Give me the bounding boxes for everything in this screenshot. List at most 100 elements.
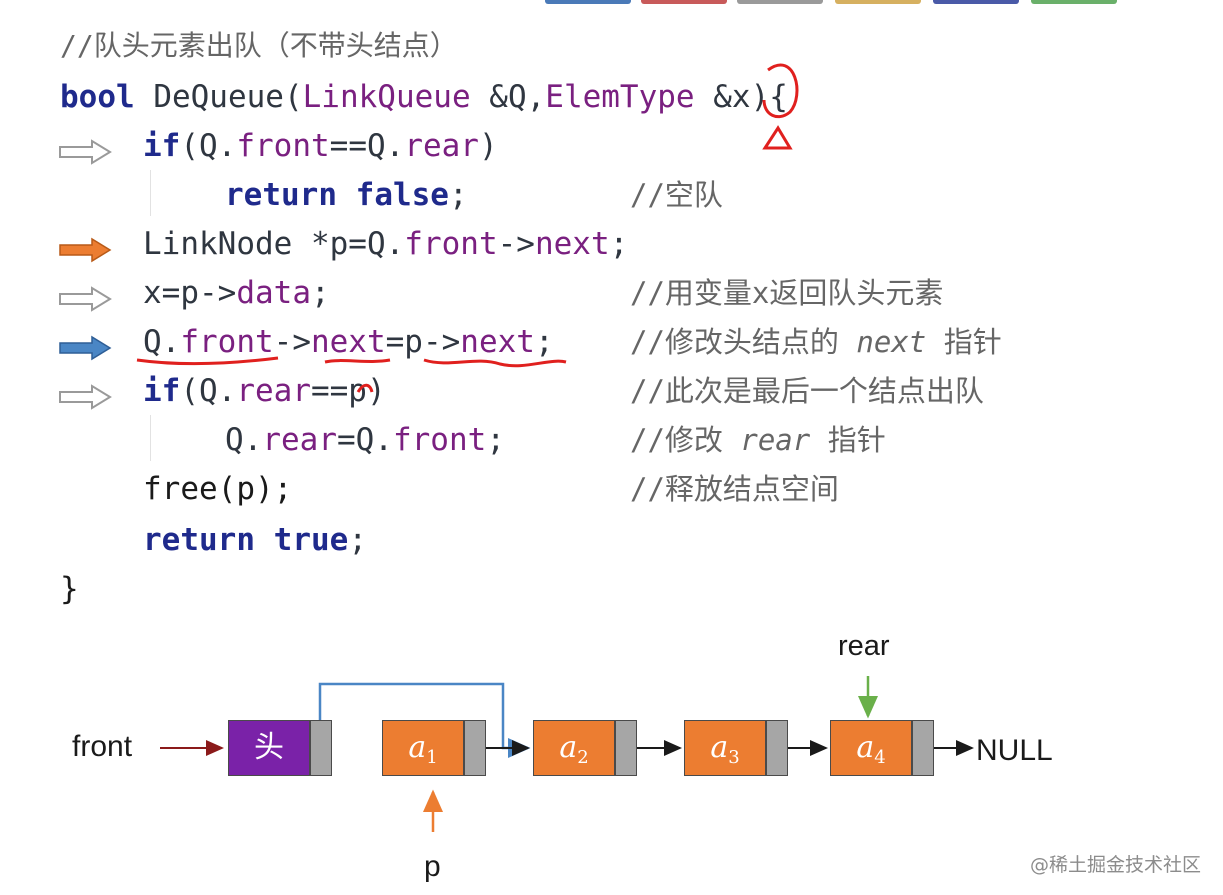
watermark: @稀土掘金技术社区 [1029,854,1201,876]
code-comment: //用变量x返回队头元素 [630,276,944,310]
field-name: rear [404,128,479,164]
code-text: ; [448,177,468,213]
code-line-return-true: return true; [143,519,367,561]
node-next-field [464,720,486,776]
code-line-assign-x: x=p->data; [143,272,330,314]
code-text: (Q. [180,373,237,409]
indent-guide [150,170,151,216]
node-value: a [710,730,729,765]
node-data: a3 [684,720,766,776]
field-name: front [236,128,330,164]
comment-text: //修改 [630,423,741,457]
head-node-data: 头 [228,720,310,776]
field-name: next [310,324,386,360]
code-text: ; [310,275,330,311]
node-subscript: 1 [426,747,438,768]
code-text: x=p-> [143,275,237,311]
field-name: next [460,324,535,360]
code-line-if-last: if(Q.rear==p) [143,370,386,412]
tab-strip-segment [1031,0,1117,4]
step-arrow-outline-icon [59,384,112,410]
comment-italic: rear [740,423,811,457]
code-text: =Q. [336,422,393,458]
front-label: front [72,730,133,763]
code-text: Q. [143,324,181,360]
code-line-close-brace: } [60,571,79,607]
tab-strip-segment [545,0,631,4]
comment-text: 指针 [810,423,886,457]
code-text: (Q. [180,128,237,164]
step-arrow-orange-icon [59,237,112,263]
code-line-linknode: LinkNode *p=Q.front->next; [143,223,628,265]
code-text: =p-> [385,324,461,360]
underline-mark [324,358,391,364]
keyword: return [143,522,255,558]
tab-strip-segment [641,0,727,4]
p-label: p [424,850,441,883]
triangle-mark [762,125,793,150]
code-line-signature: bool DeQueue(LinkQueue &Q,ElemType &x){ [60,76,788,118]
field-name: rear [236,373,311,409]
node-subscript: 3 [728,747,740,768]
code-title-comment: //队头元素出队（不带头结点） [60,29,458,62]
field-name: front [180,324,274,360]
code-text: ==Q. [329,128,405,164]
node-value: a [408,730,427,765]
keyword: true [273,522,349,558]
node-value: a [856,730,875,765]
type-name: ElemType [545,79,695,115]
step-arrow-outline-icon [59,286,112,312]
code-line-front-next: Q.front->next=p->next; [143,321,554,363]
node-next-field [615,720,637,776]
code-text: ; [609,226,629,262]
code-text: ; [486,422,505,458]
field-name: rear [262,422,337,458]
tab-strip-segment [835,0,921,4]
node-subscript: 4 [874,747,886,768]
code-text: ) [478,128,498,164]
code-line-return-false: return false; [225,174,468,216]
code-line-rear-front: Q.rear=Q.front; [225,419,505,461]
keyword: return [225,177,337,213]
circle-mark [762,63,799,119]
keyword: bool [60,79,135,115]
node-next-field [912,720,934,776]
step-arrow-outline-icon [59,139,112,165]
comment-italic: next [856,325,927,359]
keyword: false [355,177,449,213]
node-value: a [559,730,578,765]
comment-text: //修改头结点的 [630,325,857,359]
code-text: DeQueue( [134,79,303,115]
field-name: data [236,275,311,311]
node-next-field [310,720,332,776]
code-comment: //修改头结点的 next 指针 [630,321,1002,363]
code-comment: //修改 rear 指针 [630,419,886,461]
top-tab-strip [545,0,1125,6]
field-name: next [534,226,610,262]
null-label: NULL [976,734,1053,767]
keyword: if [143,128,181,164]
code-comment: //此次是最后一个结点出队 [630,374,984,408]
tab-strip-segment [933,0,1019,4]
code-line-free: free(p); [143,471,293,507]
step-arrow-blue-icon [59,335,112,361]
indent-guide [150,415,151,461]
strike-mark [356,383,374,393]
code-text: Q. [225,422,263,458]
code-text: -> [273,324,311,360]
code-text: ; [534,324,554,360]
red-annotation-overlay [136,63,799,393]
code-comment: //释放结点空间 [630,472,839,506]
underline-mark [423,358,567,368]
field-name: front [404,226,498,262]
code-line-if-empty: if(Q.front==Q.rear) [143,125,498,167]
code-text: &Q, [470,79,546,115]
node-data: a1 [382,720,464,776]
code-text: &x){ [694,79,788,115]
keyword: if [143,373,181,409]
code-block: //队头元素出队（不带头结点） bool DeQueue(LinkQueue &… [59,29,1002,607]
node-data: a2 [533,720,615,776]
comment-text: 指针 [926,325,1002,359]
type-name: LinkQueue [302,79,471,115]
node-data: a4 [830,720,912,776]
